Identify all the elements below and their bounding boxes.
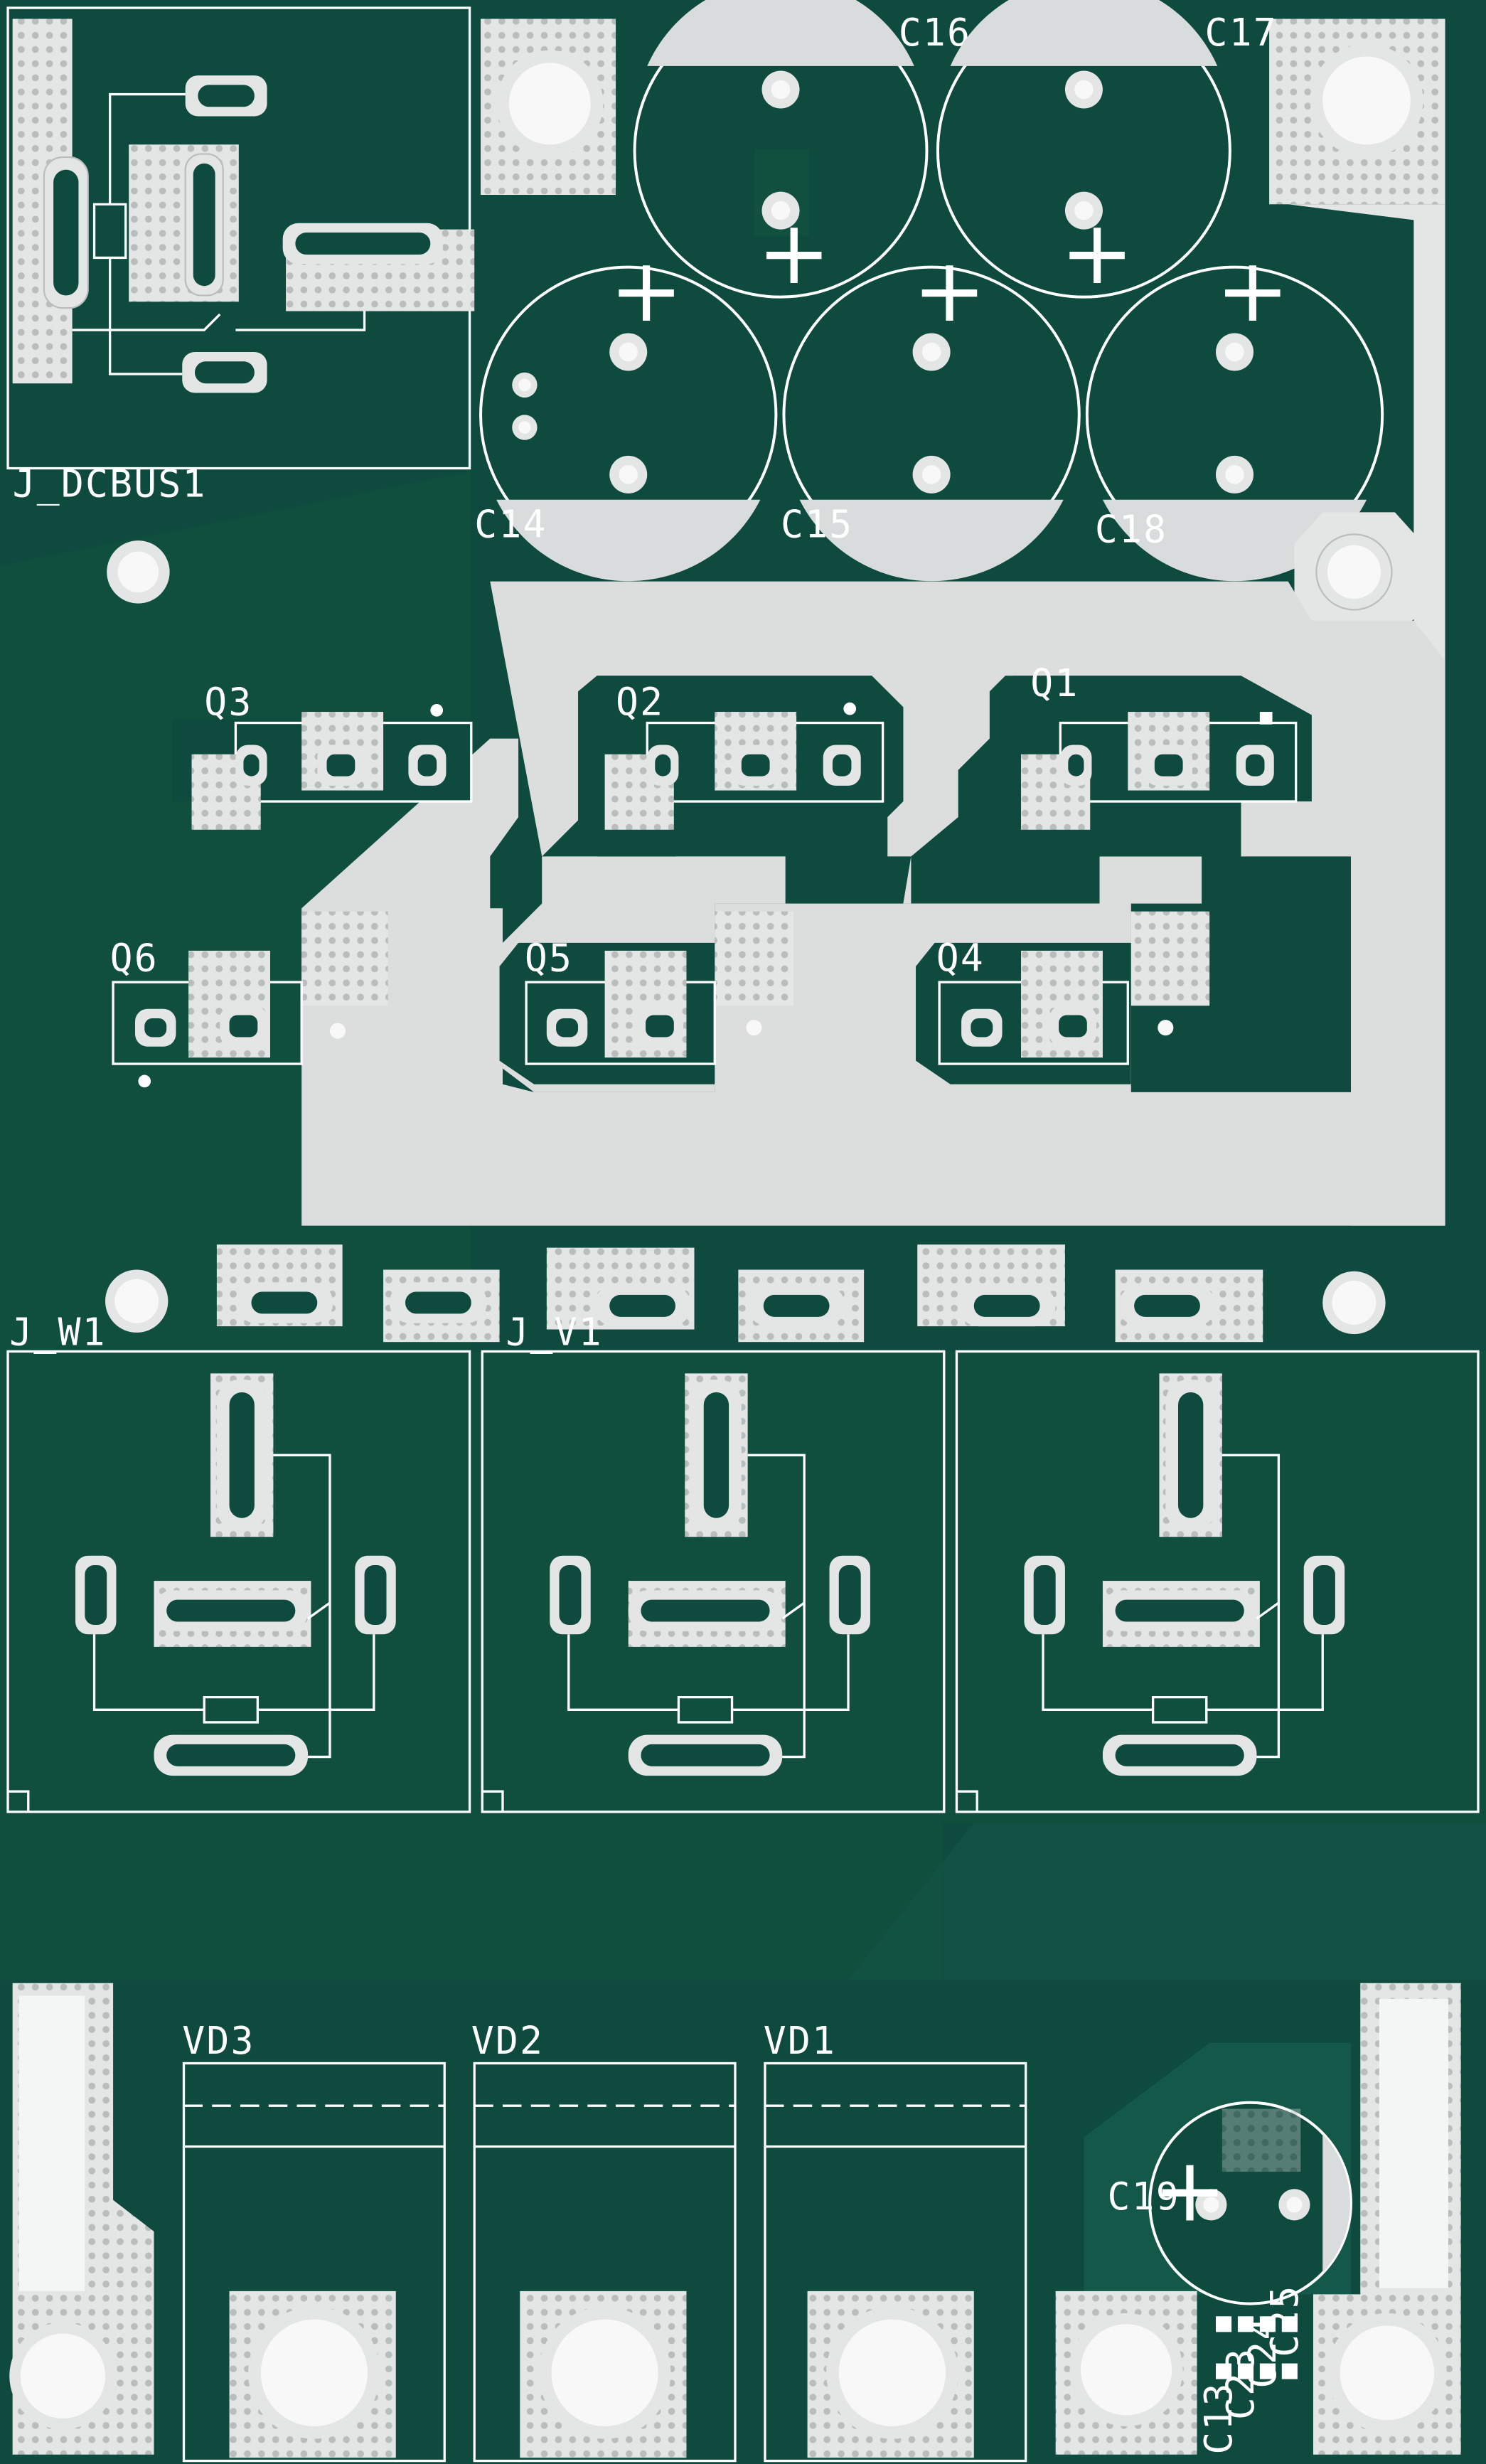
label-c16: C16: [899, 11, 971, 55]
connector-j-w1: J_W1: [6, 1311, 471, 1813]
label-q4: Q4: [936, 937, 985, 981]
copper-pour-shading: [848, 1823, 1486, 1980]
diode-vd1: VD1: [764, 2019, 1027, 2463]
label-vd1: VD1: [764, 2019, 836, 2063]
via-field: [301, 911, 388, 1006]
mounting-holes: [105, 18, 1445, 1335]
polarity-plus: +: [757, 202, 831, 304]
diode-vd3: VD3: [182, 2019, 446, 2463]
label-q2: Q2: [616, 680, 664, 724]
connector-j-u: [955, 1350, 1480, 1813]
label-q6: Q6: [110, 937, 159, 981]
label-q3: Q3: [204, 680, 252, 724]
polarity-plus: +: [1216, 240, 1290, 342]
via-field: [715, 911, 793, 1006]
label-j-dcbus1: J_DCBUS1: [13, 462, 207, 506]
label-c17: C17: [1205, 11, 1278, 55]
diode-vd2: VD2: [471, 2019, 737, 2463]
mounting-hole-octagon: [1294, 512, 1423, 639]
capacitor-c17: + C17: [936, 0, 1278, 304]
capacitor-c19: + C19: [1108, 2101, 1352, 2305]
capacitor-c14: + C14: [474, 240, 778, 582]
label-j-w1: J_W1: [9, 1311, 106, 1355]
label-vd2: VD2: [471, 2019, 544, 2063]
mosfet-q3: Q3: [173, 680, 473, 830]
j-dcbus-connector: J_DCBUS1: [6, 6, 475, 506]
mosfet-q6: Q6: [110, 937, 303, 1088]
mosfet-q2: Q2: [578, 676, 904, 857]
via-field: [1130, 911, 1210, 1006]
capacitor-c16: + C16: [633, 0, 971, 304]
polarity-plus: +: [913, 240, 987, 342]
output-pad-row: [216, 1244, 1263, 1343]
polarity-plus: +: [1153, 2139, 1227, 2241]
via-hole: [746, 1020, 762, 1036]
label-c18: C18: [1095, 507, 1167, 551]
label-c23: C23: [1219, 2347, 1263, 2420]
label-c15: C15: [781, 503, 853, 547]
label-q1: Q1: [1030, 661, 1079, 705]
mosfet-q5: Q5: [499, 937, 716, 1084]
capacitor-c15: + C15: [781, 240, 1081, 582]
bottom-left-bus: [9, 1983, 154, 2455]
label-c13: C13: [1197, 2382, 1241, 2454]
label-j-v1: J_V1: [506, 1311, 602, 1355]
label-c14: C14: [474, 503, 547, 547]
polarity-plus: +: [609, 240, 683, 342]
exposed-copper-plane-lower: [301, 738, 1351, 1226]
via-hole: [329, 1023, 346, 1039]
mosfet-q4: Q4: [916, 937, 1131, 1084]
label-vd3: VD3: [182, 2019, 255, 2063]
label-c25: C25: [1263, 2284, 1307, 2357]
label-c24: C24: [1241, 2316, 1285, 2389]
label-c19: C19: [1108, 2175, 1180, 2219]
label-q5: Q5: [525, 937, 573, 981]
mosfet-q1: Q1: [993, 661, 1312, 857]
via-hole: [1158, 1020, 1174, 1036]
small-caps-c13-c25: C13 C23 C24 C25: [1197, 2284, 1307, 2458]
polarity-plus: +: [1060, 202, 1134, 304]
connector-j-v1: J_V1: [481, 1311, 946, 1813]
